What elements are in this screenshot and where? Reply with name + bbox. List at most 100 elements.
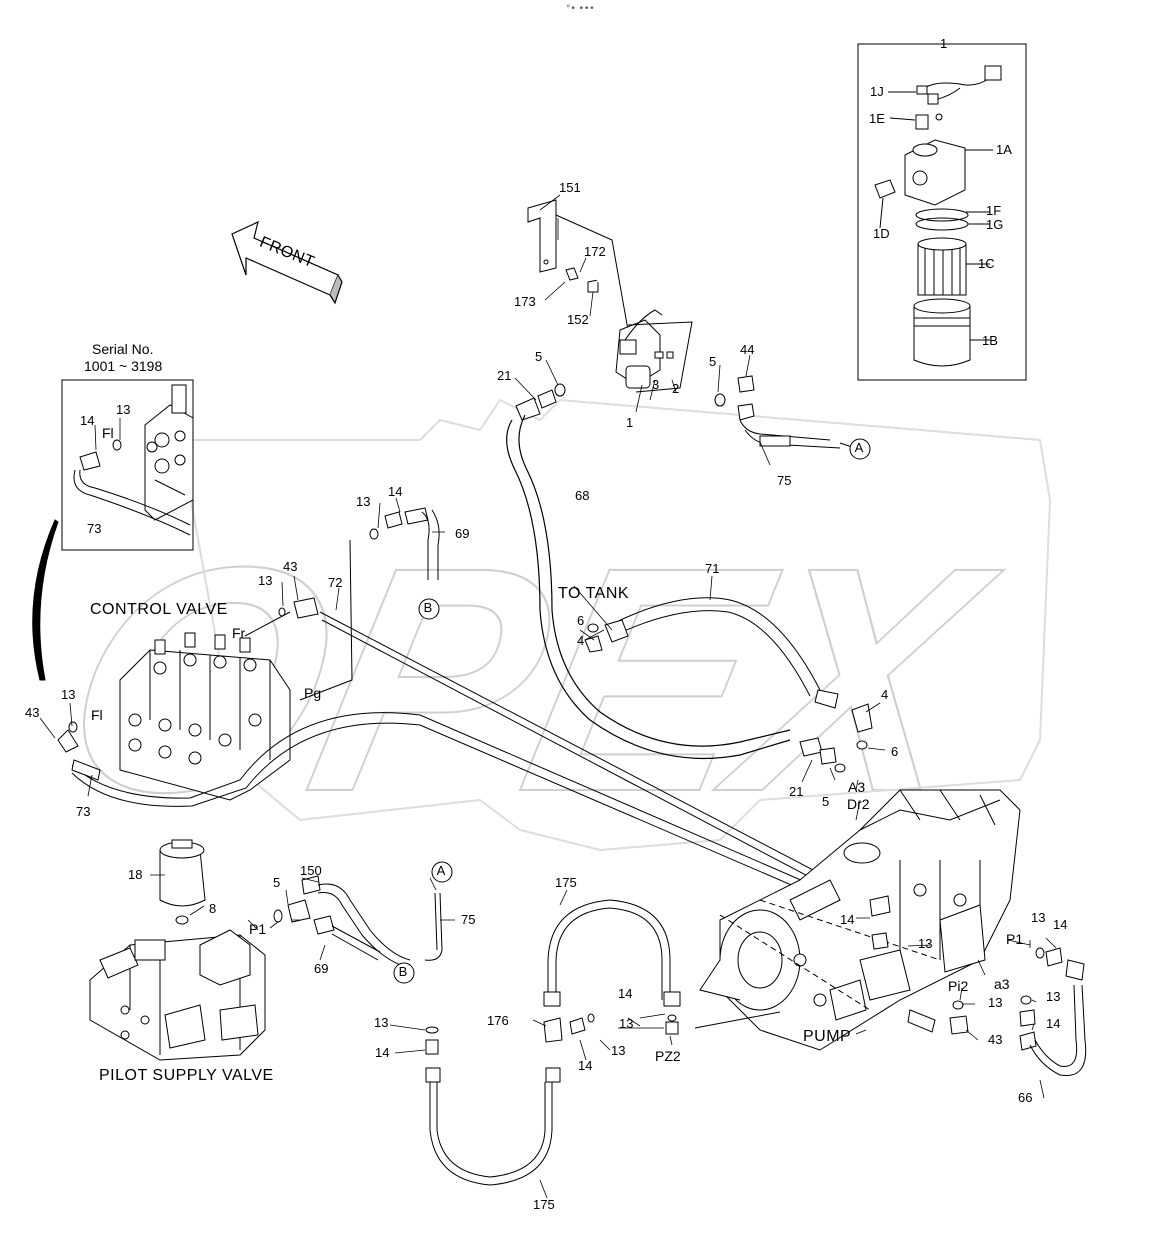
part-label: 5 xyxy=(535,349,543,364)
part-label: 1A xyxy=(996,142,1012,157)
port-a3-lower: a3 xyxy=(994,976,1010,992)
part-label: 4 xyxy=(577,633,585,648)
part-label: 14 xyxy=(1046,1016,1061,1031)
part-label: 6 xyxy=(577,613,585,628)
pump-drawing xyxy=(694,789,1021,1051)
header-mark: °• ••• xyxy=(566,4,595,14)
part-label: 13 xyxy=(1031,910,1046,925)
part-label: 14 xyxy=(375,1045,390,1060)
part-label: 21 xyxy=(497,368,512,383)
part-label: 44 xyxy=(740,342,755,357)
port-p1-pilot: P1 xyxy=(249,921,267,937)
connector-b-bottom: B xyxy=(398,964,408,979)
part-label: 21 xyxy=(789,784,804,799)
part-label: 13 xyxy=(1046,989,1061,1004)
part-label: 13 xyxy=(258,573,273,588)
part-label: 1 xyxy=(626,415,634,430)
part-label: 73 xyxy=(76,804,91,819)
part-label: 14 xyxy=(840,912,855,927)
part-label: 14 xyxy=(388,484,403,499)
port-p1-pump: P1 xyxy=(1006,931,1024,947)
port-a3-upper: A3 xyxy=(848,779,866,795)
part-label: 13 xyxy=(611,1043,626,1058)
port-fr: Fr xyxy=(232,625,246,641)
pilot-supply-valve-drawing xyxy=(89,839,443,1061)
connector-a-bottom: A xyxy=(436,863,446,878)
part-label: 1E xyxy=(869,111,885,126)
part-label: 14 xyxy=(578,1058,593,1073)
pump-label: PUMP xyxy=(803,1028,852,1045)
serial-inset xyxy=(32,379,194,681)
front-arrow xyxy=(231,220,343,305)
to-tank-label: TO TANK xyxy=(558,585,630,602)
part-label: 13 xyxy=(61,687,76,702)
part-label: 5 xyxy=(709,354,717,369)
part-label: 69 xyxy=(314,961,329,976)
part-label: 75 xyxy=(461,912,476,927)
part-label: 1F xyxy=(986,203,1002,218)
part-label: 1G xyxy=(986,217,1004,232)
part-label: 14 xyxy=(80,413,95,428)
part-label: 6 xyxy=(891,744,899,759)
part-label: 13 xyxy=(619,1016,634,1031)
part-label: 1J xyxy=(870,84,884,99)
part-label: 2 xyxy=(672,381,680,396)
leader-lines xyxy=(39,194,1057,1199)
part-label: 13 xyxy=(988,995,1003,1010)
part-label: 43 xyxy=(988,1032,1003,1047)
part-label: 172 xyxy=(584,244,606,259)
part-label: 72 xyxy=(328,575,343,590)
part-label: 1B xyxy=(982,333,998,348)
control-valve-label: CONTROL VALVE xyxy=(90,601,228,618)
part-label: 1D xyxy=(873,226,890,241)
part-label: 8 xyxy=(209,901,217,916)
hose-71 xyxy=(584,597,873,773)
serial-line-1: Serial No. xyxy=(92,341,154,357)
part-label: 14 xyxy=(618,986,633,1001)
part-label: 152 xyxy=(567,312,589,327)
part-label: 73 xyxy=(87,521,102,536)
part-label: 4 xyxy=(881,687,889,702)
part-label: 43 xyxy=(283,559,298,574)
part-label: 5 xyxy=(273,875,281,890)
port-pg: Pg xyxy=(304,685,322,701)
part-label: 5 xyxy=(822,794,830,809)
part-label: 13 xyxy=(374,1015,389,1030)
connector-markers xyxy=(393,438,871,984)
part-label: 66 xyxy=(1018,1090,1033,1105)
part-label: 173 xyxy=(514,294,536,309)
part-label: 14 xyxy=(1053,917,1068,932)
part-label: 68 xyxy=(575,488,590,503)
part-label: 3 xyxy=(652,377,660,392)
connector-a-top: A xyxy=(854,440,864,455)
part-label: 69 xyxy=(455,526,470,541)
control-valve-drawing xyxy=(57,507,881,919)
pilot-supply-valve-label: PILOT SUPPLY VALVE xyxy=(99,1067,274,1084)
filter-inset xyxy=(857,43,1027,381)
port-pz2: PZ2 xyxy=(655,1048,681,1064)
part-label: 13 xyxy=(918,936,933,951)
part-label: 43 xyxy=(25,705,40,720)
port-pi2: Pi2 xyxy=(948,978,969,994)
filter-assembly xyxy=(506,199,856,760)
port-fl: Fl xyxy=(91,707,103,723)
part-label: 150 xyxy=(300,863,322,878)
part-label: 71 xyxy=(705,561,720,576)
hose-175 xyxy=(425,899,681,1186)
part-label: 13 xyxy=(116,402,131,417)
part-label: 1 xyxy=(940,36,948,51)
hose-66 xyxy=(871,932,1087,1077)
part-label: 176 xyxy=(487,1013,509,1028)
part-label: 75 xyxy=(777,473,792,488)
part-label: 13 xyxy=(356,494,371,509)
part-label: 18 xyxy=(128,867,143,882)
serial-line-2: 1001 ~ 3198 xyxy=(84,358,163,374)
part-label: 175 xyxy=(533,1197,555,1212)
connector-b-top: B xyxy=(423,600,433,615)
part-label: 151 xyxy=(559,180,581,195)
part-label: 1C xyxy=(978,256,995,271)
port-dr2: Dr2 xyxy=(847,796,870,812)
port-fl-serial: Fl xyxy=(102,425,114,441)
part-label: 175 xyxy=(555,875,577,890)
